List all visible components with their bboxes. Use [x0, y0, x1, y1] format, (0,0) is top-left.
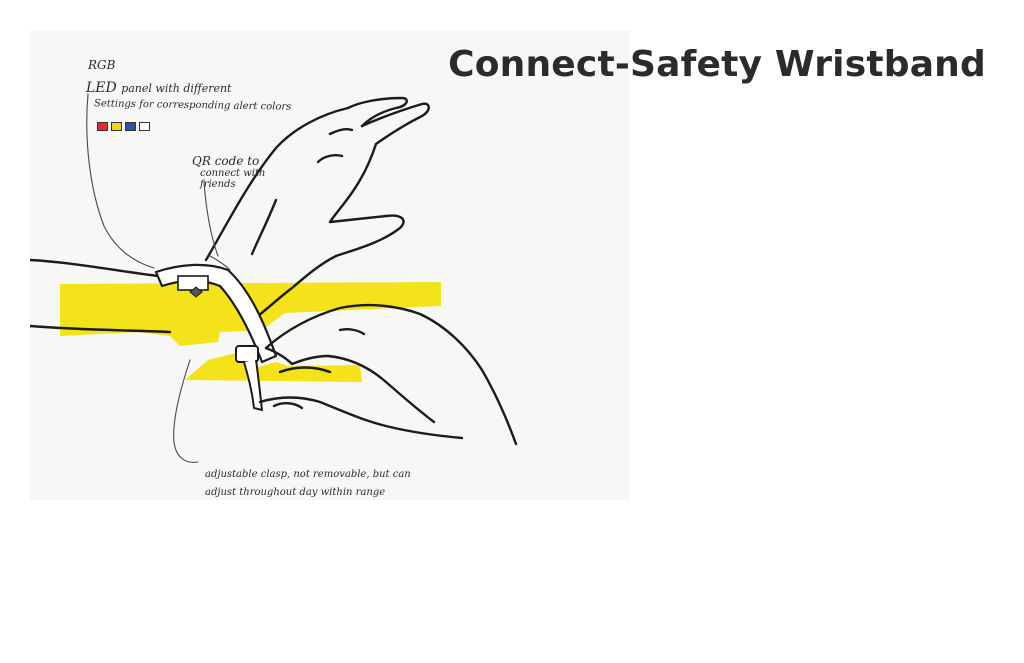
strap-tail [243, 359, 263, 411]
yellow-highlight-lower [185, 352, 362, 382]
annotation-rgb: RGB [88, 58, 116, 72]
alert-color-swatches [97, 122, 150, 131]
raised-hand-outline [204, 96, 430, 324]
swatch-white [139, 122, 150, 131]
annotation-qr-line3: friends [200, 179, 236, 190]
annotation-clasp-line2: adjust throughout day within range [205, 487, 386, 498]
wristband-sketch [30, 30, 630, 500]
paper-background [30, 30, 630, 500]
annotation-leaders [86, 93, 231, 463]
swatch-yellow [111, 122, 122, 131]
annotation-clasp-line1: adjustable clasp, not removable, but can [205, 469, 411, 480]
page-title: Connect-Safety Wristband [448, 44, 986, 85]
clasp [235, 345, 259, 363]
adjusting-hand-outline [258, 303, 518, 446]
swatch-red [97, 122, 108, 131]
annotation-qr-line2: connect with [200, 168, 266, 179]
swatch-blue [125, 122, 136, 131]
wristband [154, 263, 278, 411]
forearm-outline [30, 258, 172, 334]
annotation-qr-line1: QR code to [192, 154, 260, 168]
annotation-led-label: LED [86, 80, 117, 96]
annotation-led-rest: panel with different [121, 82, 232, 95]
led-panel [177, 275, 209, 291]
qr-code-icon [189, 286, 203, 298]
annotation-led: LED panel with different [86, 80, 231, 96]
